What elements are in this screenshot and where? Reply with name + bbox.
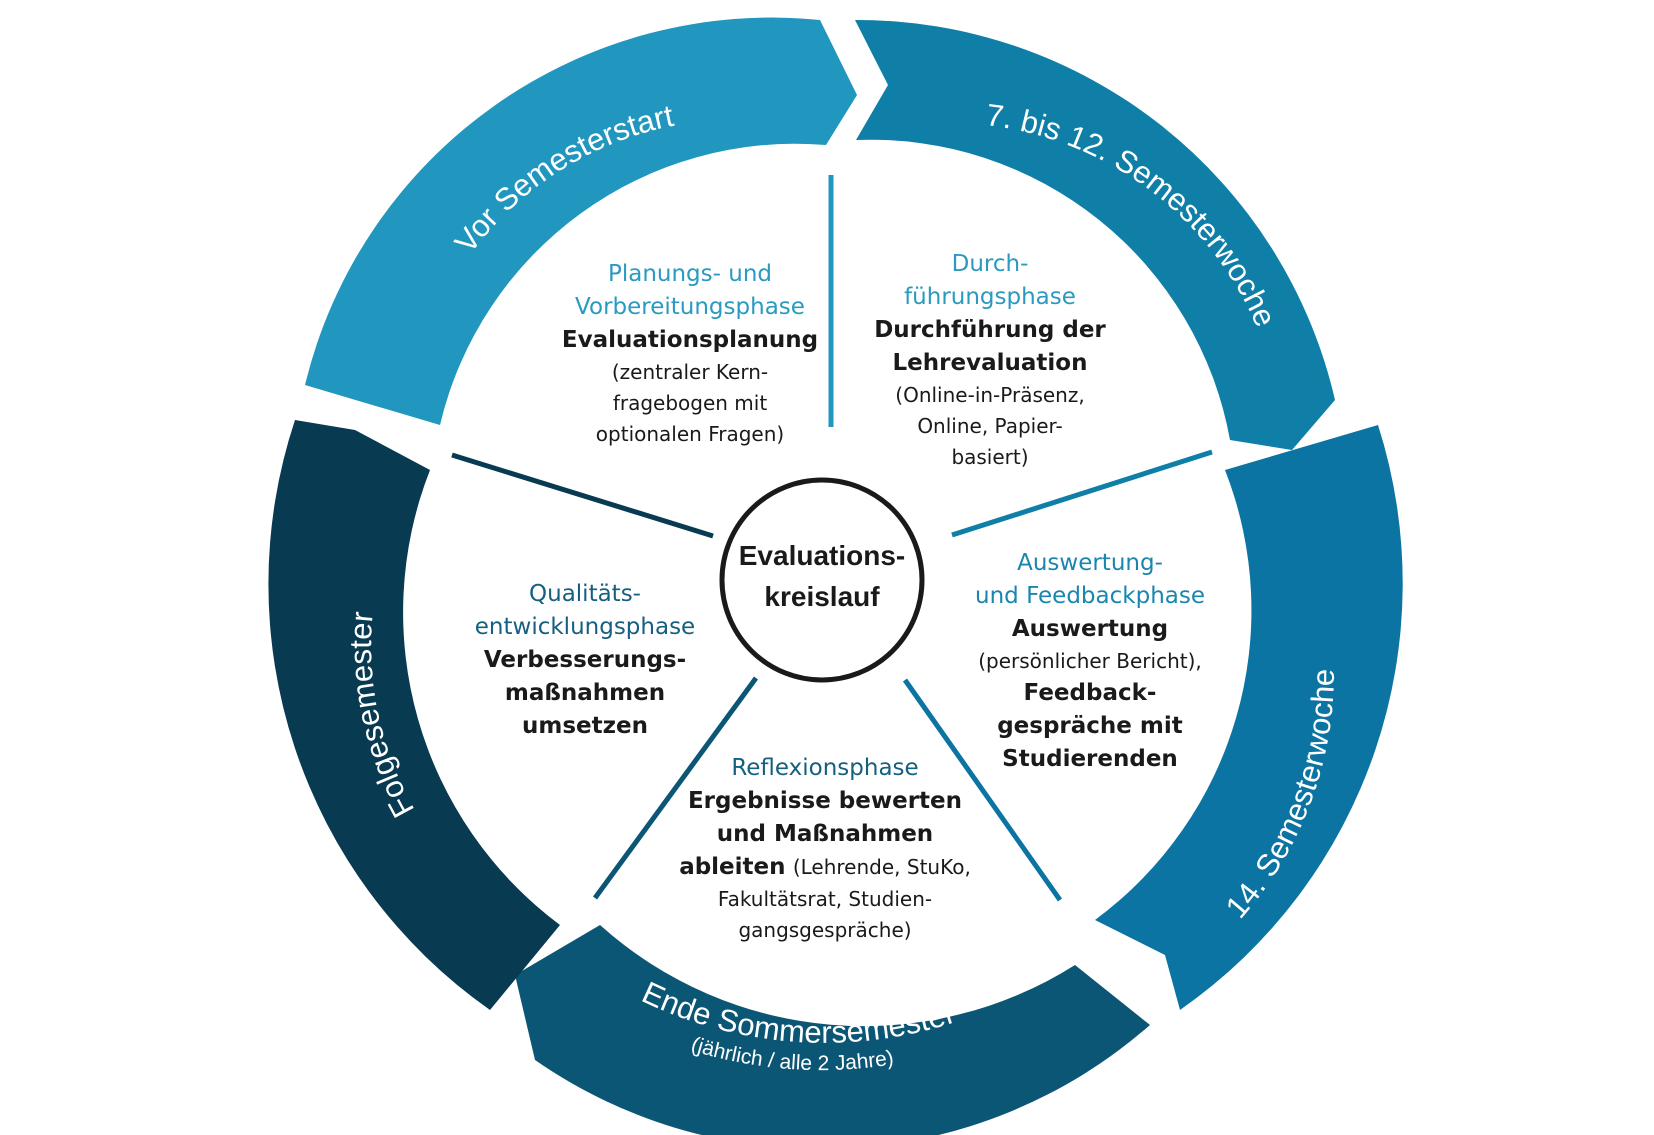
spoke-lower-right	[902, 678, 1063, 902]
phase-auswertung: Auswertung- und Feedbackphase Auswertung…	[960, 547, 1220, 776]
phase-reflexion-sub2: Fakultätsrat, Studien-	[717, 887, 933, 911]
phase-planung-sub1: (zentraler Kern-	[611, 360, 769, 384]
ring-segment-14-semesterwoche	[1095, 425, 1403, 1010]
ring-segment-vor-semesterstart	[305, 17, 857, 425]
phase-reflexion-head1: Reflexionsphase	[731, 755, 919, 781]
phase-durchfuehrung-main2: Lehrevaluation	[892, 350, 1088, 376]
phase-durchfuehrung-head1: Durch-	[951, 251, 1029, 277]
phase-durchfuehrung-head2: führungsphase	[904, 284, 1076, 310]
phase-durchfuehrung-sub2: Online, Papier-	[917, 414, 1063, 438]
phase-auswertung-head1: Auswertung-	[1017, 550, 1163, 576]
phase-durchfuehrung: Durch- führungsphase Durchführung der Le…	[855, 248, 1125, 473]
phase-durchfuehrung-main1: Durchführung der	[874, 317, 1106, 343]
phase-reflexion-sub-inline: (Lehrende, StuKo,	[792, 855, 971, 879]
phase-reflexion-main2: und Maßnahmen	[716, 821, 934, 847]
phase-planung-head2: Vorbereitungsphase	[575, 294, 805, 320]
phase-qualitaet-head1: Qualitäts-	[529, 581, 641, 607]
phase-planung-main: Evaluationsplanung	[561, 327, 819, 353]
phase-qualitaet-main3: umsetzen	[522, 713, 648, 739]
phase-durchfuehrung-sub1: (Online-in-Präsenz,	[895, 383, 1085, 407]
phase-planung-sub2: fragebogen mit	[612, 391, 768, 415]
phase-reflexion-sub3: gangsgespräche)	[738, 918, 912, 942]
spoke-right	[951, 449, 1213, 538]
phase-reflexion-line3: ableiten (Lehrende, StuKo,	[660, 851, 990, 884]
spoke-lower-left	[592, 676, 759, 900]
phase-qualitaet: Qualitäts- entwicklungsphase Verbesserun…	[455, 578, 715, 743]
phase-qualitaet-main1: Verbesserungs-	[483, 647, 687, 673]
ring-segment-ende-sommersemester	[515, 925, 1150, 1135]
phase-planung-sub3: optionalen Fragen)	[595, 422, 785, 446]
phase-reflexion: Reflexionsphase Ergebnisse bewerten und …	[660, 752, 990, 946]
phase-auswertung-main2: Feedback-	[1023, 680, 1157, 706]
spoke-left	[451, 452, 714, 539]
phase-reflexion-main3: ableiten	[679, 854, 786, 880]
phase-auswertung-main1: Auswertung	[1011, 616, 1169, 642]
ring-segment-7-12-semesterwoche	[855, 19, 1335, 451]
phase-durchfuehrung-sub3: basiert)	[951, 445, 1029, 469]
center-title-line1: Evaluations-	[739, 540, 905, 571]
phase-auswertung-main3: gespräche mit	[997, 713, 1183, 739]
phase-auswertung-sub1: (persönlicher Bericht),	[978, 649, 1202, 673]
center-title-line2: kreislauf	[764, 581, 880, 612]
phase-auswertung-head2: und Feedbackphase	[975, 583, 1205, 609]
center-circle	[719, 477, 925, 683]
phase-qualitaet-main2: maßnahmen	[504, 680, 666, 706]
ring-segment-folgesemester	[268, 420, 560, 1010]
phase-planung: Planungs- und Vorbereitungsphase Evaluat…	[540, 258, 840, 450]
phase-reflexion-main1: Ergebnisse bewerten	[687, 788, 963, 814]
phase-planung-head1: Planungs- und	[607, 261, 773, 287]
phase-auswertung-main4: Studierenden	[1002, 746, 1178, 772]
phase-qualitaet-head2: entwicklungsphase	[474, 614, 696, 640]
